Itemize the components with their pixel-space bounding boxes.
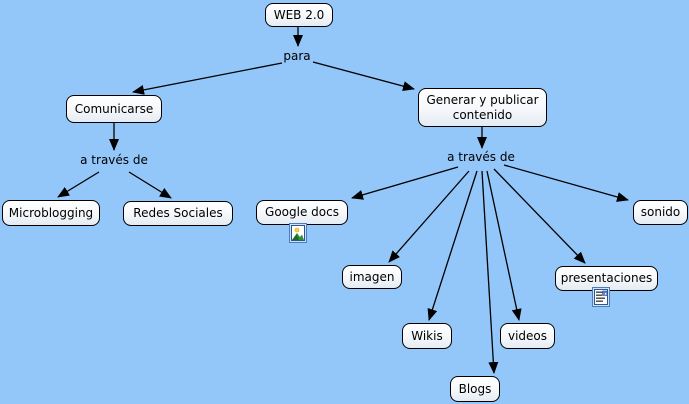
connector-atravesde-wikis (427, 170, 478, 321)
connector-atravesde-blogs (481, 170, 499, 374)
concept-comunicarse[interactable]: Comunicarse (66, 95, 162, 123)
concept-google-docs[interactable]: Google docs (256, 200, 348, 225)
image-resource-icon[interactable] (289, 223, 307, 243)
document-resource-icon[interactable] (592, 287, 610, 307)
linking-phrase-para[interactable]: para (283, 49, 311, 63)
concept-imagen[interactable]: imagen (342, 265, 402, 289)
concept-sonido[interactable]: sonido (633, 200, 688, 225)
image-resource-icon-glyph (289, 223, 307, 243)
connector-atravesde-microblogging (57, 171, 100, 198)
connector-atravesde-imagen (388, 170, 470, 263)
concept-presentaciones[interactable]: presentaciones (555, 266, 658, 291)
concept-microblogging[interactable]: Microblogging (2, 200, 100, 226)
linking-phrase-a-traves-de-right[interactable]: a través de (447, 150, 515, 164)
concept-generar-y-publicar-contenido[interactable]: Generar y publicar contenido (418, 88, 547, 127)
connector-atravesde-videos (486, 170, 522, 321)
connector-atravesde-presentaciones (493, 168, 586, 264)
concept-videos[interactable]: videos (500, 323, 555, 349)
connector-atravesde-googledocs (351, 166, 459, 200)
concept-web20[interactable]: WEB 2.0 (265, 3, 333, 27)
connector-para-generar (312, 61, 415, 91)
concept-redes-sociales[interactable]: Redes Sociales (123, 201, 233, 226)
linking-phrase-a-traves-de-left[interactable]: a través de (80, 153, 148, 167)
concept-wikis[interactable]: Wikis (402, 323, 452, 349)
connector-para-comunicarse (132, 62, 283, 95)
connector-atravesde-redessociales (128, 171, 172, 199)
connector-atravesde-sonido (503, 164, 629, 202)
concept-blogs[interactable]: Blogs (450, 376, 500, 402)
document-resource-icon-glyph (592, 287, 610, 307)
